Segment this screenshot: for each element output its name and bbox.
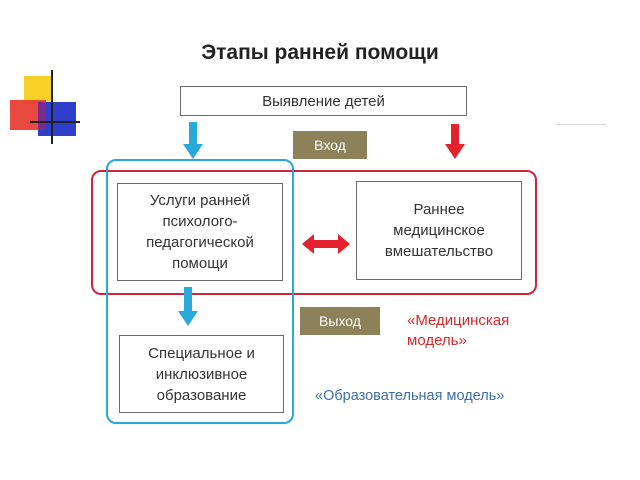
services-line-1: Услуги ранней	[149, 192, 251, 209]
medical-line-1: Раннее	[413, 201, 465, 218]
arrow-down-blue-icon	[178, 287, 198, 326]
detection-label: Выявление детей	[262, 92, 385, 110]
medical-model-line-1: «Медицинская	[407, 312, 510, 329]
double-arrow-icon	[302, 234, 350, 254]
education-line-3: образование	[156, 386, 247, 404]
medical-box: Раннее медицинское вмешательство	[356, 181, 522, 280]
exit-tag: Выход	[300, 307, 380, 335]
medical-model-line-2: модель»	[407, 332, 467, 349]
arrow-down-red-icon	[445, 124, 465, 159]
education-model-frame	[106, 159, 294, 424]
services-line-4: помощи	[172, 255, 228, 272]
arrow-down-blue-icon	[183, 122, 203, 159]
education-box: Специальное и инклюзивное образование	[119, 335, 284, 413]
education-line-2: инклюзивное	[155, 365, 248, 383]
detection-box: Выявление детей	[180, 86, 467, 116]
medical-line-2: медицинское	[393, 222, 485, 239]
services-line-2: психолого-	[162, 213, 238, 230]
medical-model-frame	[91, 170, 537, 295]
medical-line-3: вмешательство	[384, 243, 494, 260]
corner-logo-icon	[8, 70, 80, 144]
entry-tag: Вход	[293, 131, 367, 159]
services-line-3: педагогической	[146, 234, 254, 251]
page-title: Этапы ранней помощи	[201, 41, 439, 64]
services-box: Услуги ранней психолого- педагогической …	[117, 183, 283, 281]
medical-model-label: «Медицинская модель»	[407, 311, 509, 351]
education-model-label: «Образовательная модель»	[315, 388, 505, 404]
education-line-1: Специальное и	[148, 344, 255, 362]
decorative-rule	[556, 124, 606, 125]
